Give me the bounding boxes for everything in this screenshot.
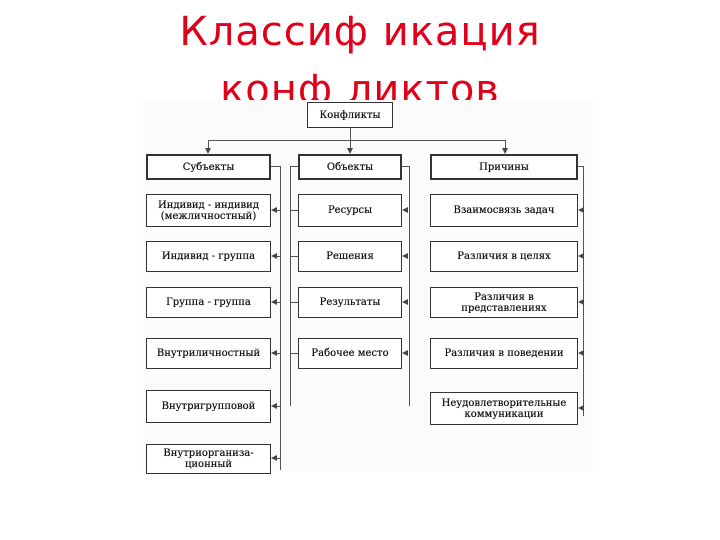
cause-item-4-label: Различия в поведении: [444, 348, 564, 359]
header-objects: Объекты: [298, 154, 402, 180]
col1-trunk: [280, 166, 281, 470]
col2-right-trunk: [409, 166, 410, 406]
root-label: Конфликты: [319, 109, 381, 121]
col2-arrow-3: [402, 299, 408, 305]
col1-link-2: [276, 256, 280, 257]
cause-item-1: Взаимосвязь задач: [430, 194, 578, 227]
col2-link-1: [290, 210, 298, 211]
col1-arrow-4: [271, 350, 277, 356]
col1-arrow-1: [271, 207, 277, 213]
arrow-to-header-1: [205, 148, 211, 154]
col1-arrow-6: [271, 455, 277, 461]
header-causes-label: Причины: [479, 161, 529, 173]
col2-trunk: [290, 166, 291, 406]
col1-link-4: [276, 353, 280, 354]
col3-arrow-3: [578, 299, 584, 305]
object-item-2: Решения: [298, 241, 402, 272]
root-stem: [350, 128, 351, 140]
object-item-4-label: Рабочее место: [311, 348, 389, 359]
col1-link-3: [276, 302, 280, 303]
object-item-1: Ресурсы: [298, 194, 402, 227]
subject-item-1: Индивид - индивид (межличностный): [146, 194, 271, 227]
col3-header-tick: [578, 166, 583, 167]
cause-item-5-label: Неудовлетворительные коммуникации: [441, 397, 567, 420]
bus-drop-1: [208, 140, 209, 150]
col1-link-5: [276, 406, 280, 407]
subject-item-3-label: Группа - группа: [166, 297, 251, 308]
col2-link-2: [290, 256, 298, 257]
bus-drop-2: [350, 140, 351, 150]
col2-right-header-tick: [402, 166, 409, 167]
subject-item-4-label: Внутриличностный: [156, 348, 261, 359]
object-item-1-label: Ресурсы: [327, 205, 373, 216]
subject-item-6: Внутриорганиза-ционный: [146, 444, 271, 474]
object-item-2-label: Решения: [326, 251, 374, 262]
header-causes: Причины: [430, 154, 578, 180]
col2-arrow-2: [402, 253, 408, 259]
header-objects-label: Объекты: [326, 161, 374, 173]
subject-item-5-label: Внутригрупповой: [161, 401, 256, 412]
subject-item-5: Внутригрупповой: [146, 390, 271, 423]
col1-link-1: [276, 210, 280, 211]
col2-link-4: [290, 353, 298, 354]
col3-arrow-5: [578, 405, 584, 411]
col1-arrow-2: [271, 253, 277, 259]
object-item-3-label: Результаты: [319, 297, 381, 308]
subject-item-2-label: Индивид - группа: [161, 251, 256, 262]
cause-item-4: Различия в поведении: [430, 338, 578, 369]
subject-item-6-label: Внутриорганиза-ционный: [163, 448, 254, 470]
subject-item-3: Группа - группа: [146, 287, 271, 318]
cause-item-1-label: Взаимосвязь задач: [453, 205, 555, 216]
col3-arrow-4: [578, 350, 584, 356]
arrow-to-header-3: [502, 148, 508, 154]
header-subjects: Субъекты: [146, 154, 271, 180]
col1-link-6: [276, 458, 280, 459]
col1-arrow-5: [271, 403, 277, 409]
subject-item-2: Индивид - группа: [146, 241, 271, 272]
col3-trunk: [583, 166, 584, 416]
bus-drop-3: [505, 140, 506, 150]
col1-header-tick: [271, 166, 280, 167]
subject-item-4: Внутриличностный: [146, 338, 271, 369]
root-bus: [208, 140, 505, 141]
object-item-3: Результаты: [298, 287, 402, 318]
cause-item-2-label: Различия в целях: [457, 251, 551, 262]
cause-item-2: Различия в целях: [430, 241, 578, 272]
col2-arrow-4: [402, 350, 408, 356]
cause-item-3: Различия в представлениях: [430, 287, 578, 318]
col1-arrow-3: [271, 299, 277, 305]
subject-item-1-label: Индивид - индивид (межличностный): [157, 199, 259, 222]
classification-diagram: Конфликты Субъекты Объекты Причины Индив…: [143, 100, 593, 474]
arrow-to-header-2: [347, 148, 353, 154]
col3-arrow-2: [578, 253, 584, 259]
col3-arrow-1: [578, 207, 584, 213]
cause-item-3-label: Различия в представлениях: [461, 291, 547, 314]
col2-header-tick: [290, 166, 298, 167]
slide-title-line-1: Классиф икация: [179, 9, 541, 55]
col2-arrow-1: [402, 207, 408, 213]
cause-item-5: Неудовлетворительные коммуникации: [430, 392, 578, 425]
header-subjects-label: Субъекты: [182, 161, 235, 173]
col2-link-3: [290, 302, 298, 303]
root-box: Конфликты: [307, 102, 393, 128]
object-item-4: Рабочее место: [298, 338, 402, 369]
